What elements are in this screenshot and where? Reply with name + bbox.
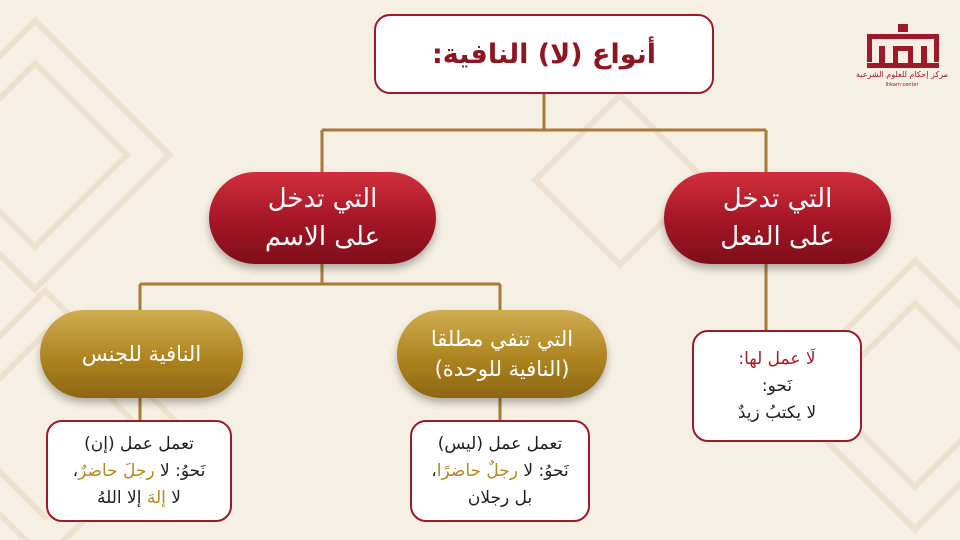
unity-info-line2-highlight: رجلٌ حاضرًا bbox=[436, 460, 519, 481]
verb-info-box: لَا عمل لها: نَحو: لا يكتبُ زيدٌ bbox=[692, 330, 862, 442]
genus-info-line2-suffix: ، bbox=[72, 460, 79, 481]
unity-info-line2: نَحوُ: لا رجلٌ حاضرًا، bbox=[431, 458, 568, 485]
unity-node-line1: التي تنفي مطلقا bbox=[430, 327, 574, 351]
unity-info-line2-prefix: نَحوُ: لا bbox=[518, 460, 569, 481]
verb-info-line3: لا يكتبُ زيدٌ bbox=[737, 402, 817, 423]
noun-node-line2: على الاسم bbox=[264, 222, 381, 252]
verb-info-line2: نَحو: bbox=[761, 375, 793, 396]
unity-node: التي تنفي مطلقا (النافية للوحدة) bbox=[397, 310, 607, 398]
genus-info-box: تعمل عمل (إن) نَحوُ: لا رجلَ حاضرٌ، لا إ… bbox=[46, 420, 232, 522]
genus-info-line3: لا إلهَ إلا اللهُ bbox=[97, 485, 181, 512]
genus-info-line2-prefix: نَحوُ: لا bbox=[154, 460, 206, 481]
genus-info-line3-prefix: لا bbox=[165, 487, 182, 508]
genus-info-line1: تعمل عمل (إن) bbox=[84, 433, 194, 454]
genus-info-line3-highlight: إلهَ bbox=[146, 487, 166, 508]
genus-info-line3-suffix: إلا اللهُ bbox=[97, 487, 147, 508]
diagram-title: أنواع (لا) النافية: bbox=[374, 14, 714, 94]
genus-node: النافية للجنس bbox=[40, 310, 243, 398]
genus-info-line2: نَحوُ: لا رجلَ حاضرٌ، bbox=[73, 458, 206, 485]
verb-node-line1: التي تدخل bbox=[722, 184, 833, 214]
genus-node-label: النافية للجنس bbox=[81, 342, 202, 366]
unity-info-line3: بل رجلان bbox=[467, 487, 533, 508]
logo-name: مركز إحكام للعلوم الشرعية bbox=[856, 70, 948, 79]
noun-node-line1: التي تدخل bbox=[267, 184, 378, 214]
unity-info-line2-suffix: ، bbox=[431, 460, 437, 481]
unity-info-box: تعمل عمل (ليس) نَحوُ: لا رجلٌ حاضرًا، بل… bbox=[410, 420, 590, 522]
verb-node: التي تدخل على الفعل bbox=[664, 172, 891, 264]
logo-tagline: Ihkam center bbox=[885, 82, 919, 88]
genus-info-line2-highlight: رجلَ حاضرٌ bbox=[78, 460, 155, 481]
logo-mark bbox=[867, 24, 939, 68]
unity-info-line1: تعمل عمل (ليس) bbox=[437, 433, 563, 454]
noun-node: التي تدخل على الاسم bbox=[209, 172, 436, 264]
unity-node-line2: (النافية للوحدة) bbox=[434, 357, 570, 381]
verb-node-line2: على الفعل bbox=[720, 222, 835, 252]
title-text: أنواع (لا) النافية: bbox=[431, 38, 657, 70]
verb-info-line1: لَا عمل لها: bbox=[738, 348, 816, 369]
